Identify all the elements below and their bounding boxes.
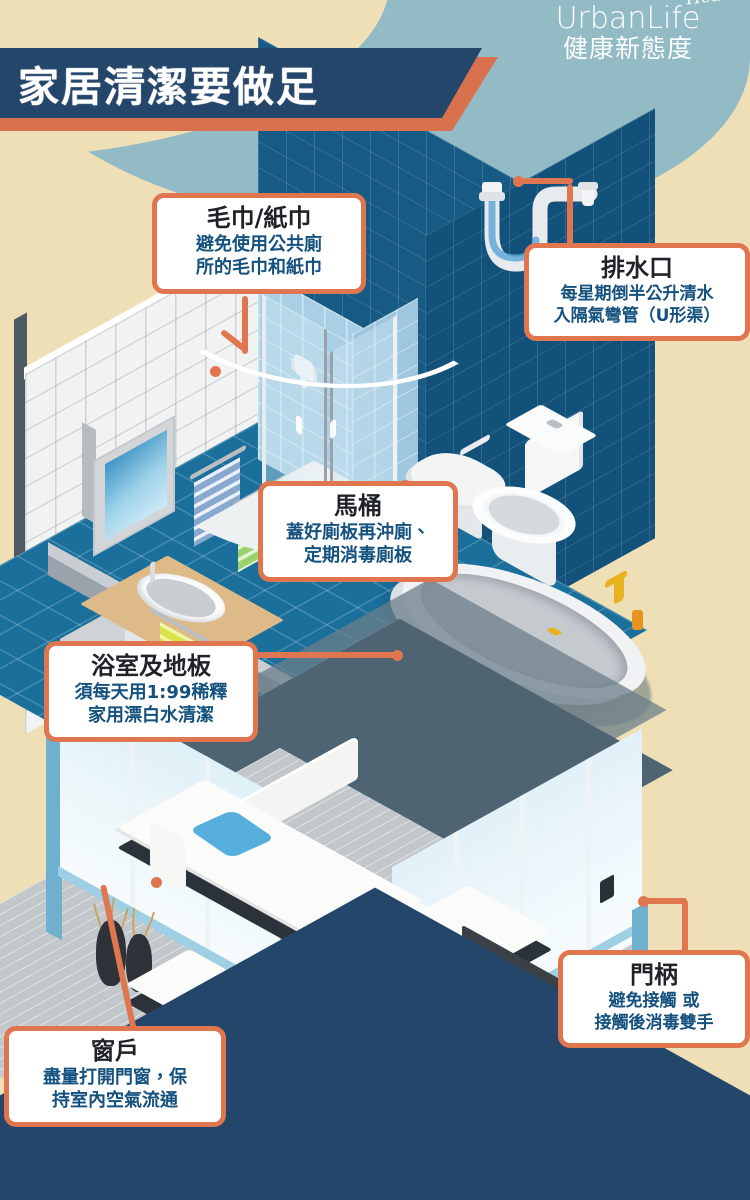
brand-logo[interactable]: UrbanLife ❤ Health 健康新態度 bbox=[518, 0, 746, 63]
leader-line-drain-v bbox=[567, 184, 573, 254]
brand-logo-latin: UrbanLife ❤ Health bbox=[555, 0, 746, 36]
brand-logo-name: UrbanLife bbox=[555, 1, 701, 36]
title-banner: 家居清潔要做足 bbox=[0, 48, 482, 118]
callout-towel-line2: 所的毛巾和紙巾 bbox=[196, 257, 322, 279]
callout-toilet-title: 馬桶 bbox=[334, 492, 382, 520]
brand-logo-chinese: 健康新態度 bbox=[562, 34, 693, 63]
callout-toilet[interactable]: 馬桶 蓋好廁板再沖廁、 定期消毒廁板 bbox=[258, 481, 458, 582]
leader-dot-floor bbox=[392, 650, 403, 661]
living-room-scene bbox=[0, 578, 750, 1200]
callout-towel[interactable]: 毛巾/紙巾 避免使用公共廁 所的毛巾和紙巾 bbox=[152, 193, 366, 294]
callout-handle-line1: 避免接觸 或 bbox=[608, 990, 700, 1011]
callout-towel-line1: 避免使用公共廁 bbox=[196, 233, 322, 255]
sink-faucet bbox=[150, 560, 155, 584]
bathtub-faucet bbox=[614, 575, 624, 605]
page-title: 家居清潔要做足 bbox=[18, 63, 319, 111]
callout-drain-title: 排水口 bbox=[601, 254, 673, 282]
leader-dot-window bbox=[151, 877, 162, 888]
callout-floor-line2: 家用漂白水清潔 bbox=[88, 705, 214, 727]
heart-icon: ❤ bbox=[677, 0, 690, 4]
callout-towel-title: 毛巾/紙巾 bbox=[206, 204, 312, 232]
leader-line-floor bbox=[253, 652, 398, 658]
bathtub-foot bbox=[632, 610, 643, 630]
callout-bathroom-floor[interactable]: 浴室及地板 須每天用1:99稀釋 家用漂白水清潔 bbox=[44, 641, 258, 742]
leader-line-towel-v bbox=[242, 296, 248, 354]
callout-drain-line1: 每星期倒半公升清水 bbox=[560, 283, 714, 304]
callout-toilet-line2: 定期消毒廁板 bbox=[304, 545, 412, 567]
window-mullion bbox=[586, 756, 591, 970]
callout-window-title: 窗戶 bbox=[91, 1037, 139, 1065]
callout-window[interactable]: 窗戶 盡量打開門窗，保 持室內空氣流通 bbox=[4, 1026, 226, 1127]
callout-floor-title: 浴室及地板 bbox=[91, 652, 211, 680]
callout-drain[interactable]: 排水口 每星期倒半公升清水 入隔氣彎管（U形渠） bbox=[524, 243, 750, 342]
shower-door-handle-left bbox=[296, 414, 302, 436]
callout-toilet-line1: 蓋好廁板再沖廁、 bbox=[286, 521, 430, 543]
callout-floor-line1: 須每天用1:99稀釋 bbox=[74, 681, 228, 703]
leader-line-drain-h bbox=[517, 178, 573, 184]
leader-dot-towel bbox=[210, 366, 221, 377]
callout-handle-title: 門柄 bbox=[630, 961, 678, 989]
callout-drain-line2: 入隔氣彎管（U形渠） bbox=[553, 306, 721, 327]
callout-door-handle[interactable]: 門柄 避免接觸 或 接觸後消毒雙手 bbox=[558, 950, 750, 1049]
leader-dot-drain bbox=[513, 176, 524, 187]
leader-line-handle-h bbox=[643, 898, 687, 904]
callout-window-line1: 盡量打開門窗，保 bbox=[43, 1066, 187, 1088]
callout-window-line2: 持室內空氣流通 bbox=[52, 1090, 178, 1112]
leader-line-handle-v bbox=[682, 900, 688, 952]
leader-dot-handle bbox=[638, 896, 649, 907]
callout-handle-line2: 接觸後消毒雙手 bbox=[594, 1013, 714, 1034]
brand-logo-suffix: Health bbox=[685, 0, 745, 9]
